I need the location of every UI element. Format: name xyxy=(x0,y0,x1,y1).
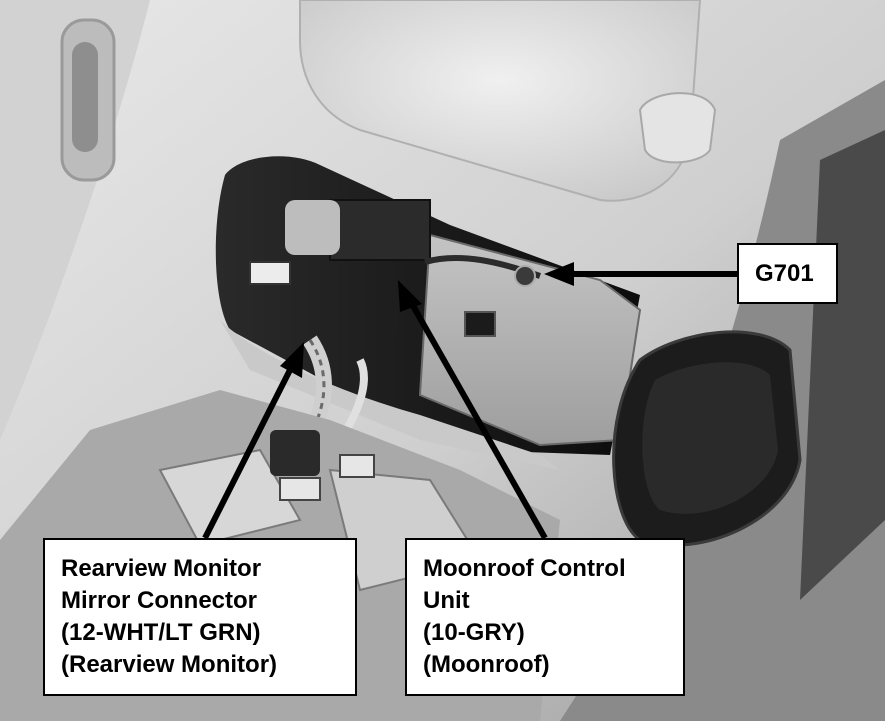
callout-line: Moonroof Control xyxy=(423,555,626,582)
leader-line-moonroof xyxy=(409,302,548,540)
callout-line: Unit xyxy=(423,587,470,614)
callout-line: (12-WHT/LT GRN) xyxy=(61,619,261,646)
callout-line: Mirror Connector xyxy=(61,587,258,614)
callout-g701-text: G701 xyxy=(755,260,814,287)
callout-line: (Rearview Monitor) xyxy=(61,651,278,678)
callout-line: (10-GRY) xyxy=(423,619,525,646)
arrowhead-g701 xyxy=(544,262,574,286)
callout-moonroof-control-unit: Moonroof Control Unit (10-GRY) (Moonroof… xyxy=(405,538,685,696)
ground-terminal xyxy=(514,265,536,287)
tray-switch xyxy=(464,311,496,337)
callout-line: (Moonroof) xyxy=(423,651,550,678)
callout-line: Rearview Monitor xyxy=(61,555,262,582)
visor-clip xyxy=(638,92,717,164)
arrowhead-mirror xyxy=(280,342,304,378)
arrowhead-moonroof xyxy=(398,280,422,312)
callout-g701: G701 xyxy=(737,243,838,304)
sun-visor xyxy=(299,0,702,202)
callout-mirror-connector: Rearview Monitor Mirror Connector (12-WH… xyxy=(43,538,357,696)
leader-line-mirror xyxy=(202,364,295,540)
mirror-connector xyxy=(270,430,320,476)
moonroof-module xyxy=(329,199,431,261)
